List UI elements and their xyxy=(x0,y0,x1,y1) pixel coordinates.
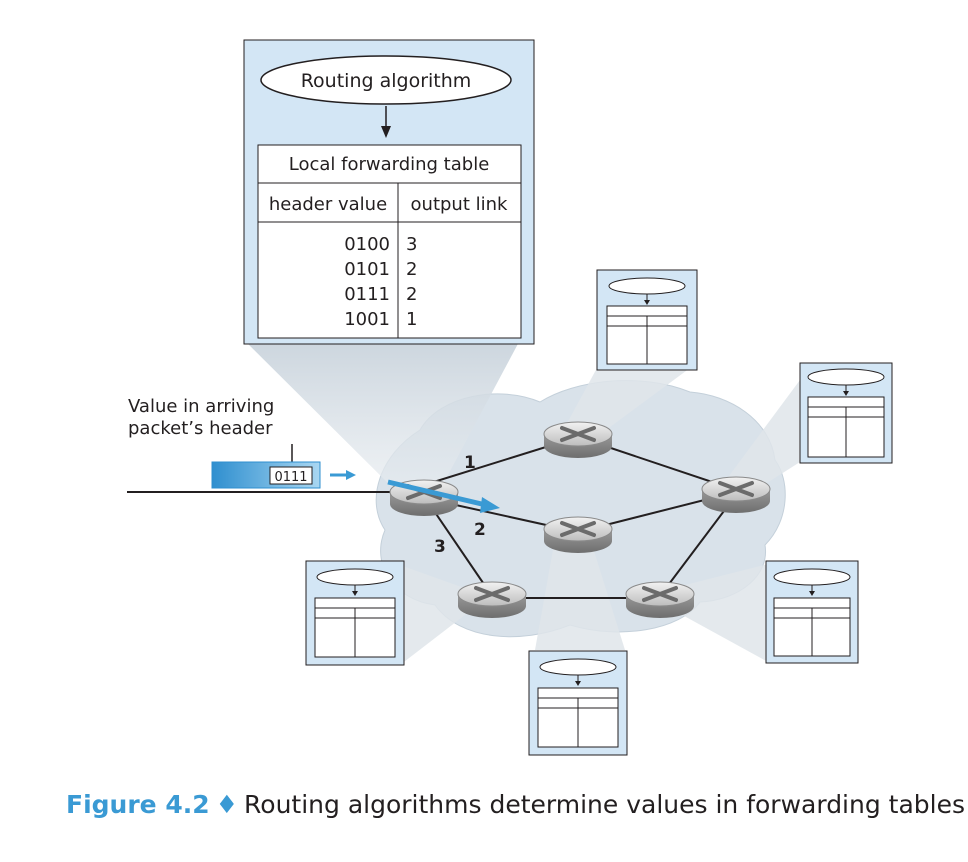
forwarding-table xyxy=(257,144,522,339)
router-bottom-right[interactable] xyxy=(625,581,695,618)
mini-table-top xyxy=(596,269,698,371)
link-label-2: 2 xyxy=(474,520,486,540)
router-top[interactable] xyxy=(543,421,613,458)
beam-main xyxy=(244,340,520,490)
row-output-link: 2 xyxy=(406,284,417,305)
row-output-link: 3 xyxy=(406,234,417,255)
row-header-value: 0101 xyxy=(344,259,390,280)
mini-table-right xyxy=(799,362,893,464)
mini-table-left xyxy=(305,560,405,666)
row-header-value: 1001 xyxy=(344,309,390,330)
beam-left xyxy=(400,565,478,665)
main-table-panel: Routing algorithm Local forwarding table… xyxy=(243,39,535,345)
figure-caption: Figure 4.2♦Routing algorithms determine … xyxy=(66,790,965,819)
packet-label-line1: Value in arriving xyxy=(128,396,274,417)
table-title: Local forwarding table xyxy=(289,154,490,175)
packet: 0111 xyxy=(211,461,321,489)
row-output-link: 2 xyxy=(406,259,417,280)
router-bottom-left[interactable] xyxy=(457,581,527,618)
beam-top xyxy=(560,368,690,436)
mini-table-bottom-right xyxy=(765,560,859,664)
link-label-3: 3 xyxy=(434,537,446,557)
packet-value: 0111 xyxy=(274,470,307,485)
router-right[interactable] xyxy=(701,476,771,513)
row-output-link: 1 xyxy=(406,309,417,330)
row-header-value: 0100 xyxy=(344,234,390,255)
packet-path-arrow xyxy=(387,479,500,513)
beam-right xyxy=(720,380,800,500)
col-header-value: header value xyxy=(269,194,387,215)
row-header-value: 0111 xyxy=(344,284,390,305)
caption-text: Routing algorithms determine values in f… xyxy=(244,790,966,819)
col-header-output: output link xyxy=(411,194,509,215)
figure-label: Figure 4.2 xyxy=(66,790,210,819)
link-label-1: 1 xyxy=(464,453,476,473)
routing-algorithm-node xyxy=(260,55,512,105)
router-middle[interactable] xyxy=(543,516,613,553)
diamond-icon: ♦ xyxy=(215,790,239,819)
mini-table-bottom xyxy=(528,650,628,756)
algorithm-arrow-head xyxy=(381,126,391,138)
routing-algorithm-label: Routing algorithm xyxy=(301,70,472,92)
beam-bottom xyxy=(535,538,625,650)
packet-label-line2: packet’s header xyxy=(128,418,273,439)
packet-arrow xyxy=(330,470,356,480)
